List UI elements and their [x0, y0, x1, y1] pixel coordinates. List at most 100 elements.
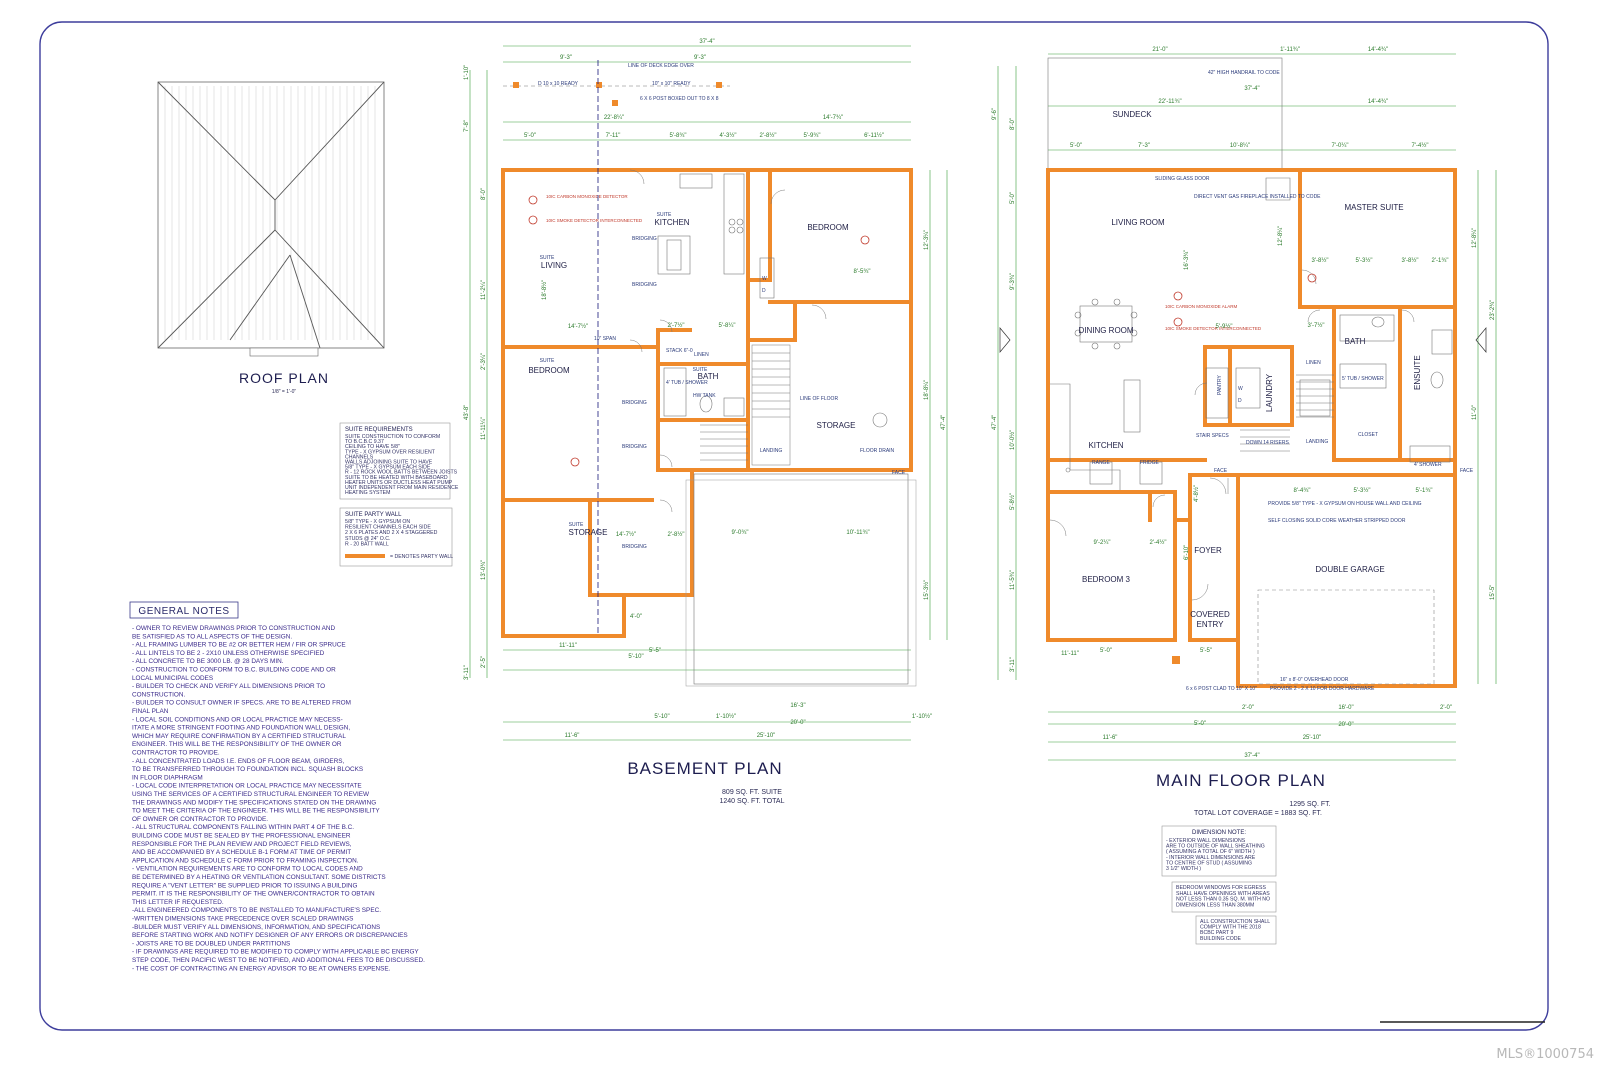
basement-living-label: LIVING [541, 261, 567, 270]
note-line: - OWNER TO REVIEW DRAWINGS PRIOR TO CONS… [132, 625, 335, 632]
down-risers-label: DOWN 14 RISERS [1246, 440, 1289, 446]
main-dims-top: 21'-0" 1'-11¾" 14'-4¾" 37'-4" 22'-11¾" 1… [1070, 47, 1428, 149]
dim-text: 1'-10½" [912, 713, 932, 720]
line-of-floor-label: LINE OF FLOOR [800, 396, 838, 402]
dim-text: 15'-3½" [923, 580, 930, 600]
dim-text: 10'-0½" [1009, 430, 1016, 450]
dim-text: 5'-0" [1010, 192, 1016, 204]
general-notes: GENERAL NOTES - OWNER TO REVIEW DRAWINGS… [129, 601, 425, 972]
roof-plan-scale: 1/8" = 1'-0" [272, 389, 297, 395]
note-line: NOT LESS THAN 0.35 SQ. M. WITH NO [1176, 897, 1270, 903]
note-line: HEATING SYSTEM [345, 490, 390, 496]
basement-smoke-detector-note: 10IC SMOKE DETECTOR INTERCONNECTED [546, 218, 643, 223]
dim-text: 9'-6" [992, 108, 998, 120]
roof-hatch [164, 86, 376, 340]
note-line: BEDROOM WINDOWS FOR EGRESS [1176, 885, 1266, 891]
basement-dims-inner: 14'-7½" 18'-8½" 8'-5¾" 5'-8¼" 2'-7½" 9'-… [541, 269, 870, 654]
master-suite-label: MASTER SUITE [1344, 203, 1403, 212]
tub-label: 4' TUB / SHOWER [666, 380, 708, 386]
dim-text: 6'-10" [1184, 545, 1190, 560]
dim-text: 47'-4" [941, 415, 947, 430]
dim-text: 5'-9¾" [804, 133, 821, 139]
note-line: BEFORE STARTING WORK AND NOTIFY DESIGNER… [132, 932, 408, 939]
dim-text: 16'-0" [1338, 705, 1353, 711]
basement-area-total: 1240 SQ. FT. TOTAL [720, 798, 785, 805]
main-stairs [1240, 374, 1334, 452]
note-line: TO CENTRE OF STUD ( ASSUMING [1166, 860, 1252, 866]
hw-tank-label: HW TANK [693, 393, 716, 399]
note-line: - LOCAL CODE INTERPRETATION OR LOCAL PRA… [132, 783, 362, 790]
main-area: 1295 SQ. FT. [1289, 801, 1330, 808]
dim-text: 1'-10" [464, 65, 470, 80]
basement-dims-top: 37'-4" 9'-3" 9'-3" 22'-8¼" 14'-7¾" 5'-0"… [524, 39, 884, 139]
note-line: TO B.C.B.C 9.37 [345, 439, 384, 445]
note-line: TO BE TRANSFERRED THROUGH TO FOUNDATION … [132, 766, 363, 773]
main-co-alarm-note: 10IC CARBON MONOXIDE ALARM [1165, 304, 1238, 309]
basement-walls [501, 168, 913, 638]
note-line: ALL CONSTRUCTION SHALL [1200, 919, 1270, 925]
note-line: REQUIRE A "VENT LETTER" BE SUPPLIED PRIO… [132, 882, 357, 889]
note-line: CONSTRUCTION. [132, 691, 185, 698]
main-room-labels: SUNDECK LIVING ROOM MASTER SUITE DINING … [1078, 110, 1422, 629]
note-line: AND BE ACCOMPANIED BY A SCHEDULE B-1 FOR… [132, 849, 351, 856]
bedroom3-label: BEDROOM 3 [1082, 575, 1131, 584]
note-line: 5/8" TYPE - X GYPSUM EACH SIDE [345, 465, 431, 471]
dim-text: 10'-8¼" [1230, 143, 1250, 149]
linen-label: LINEN [694, 352, 709, 358]
note-line: 3 1/2" WIDTH ) [1166, 866, 1201, 872]
dim-text: 37'-4" [699, 39, 714, 45]
dim-text: 2'-4½" [1150, 539, 1167, 546]
party-wall-legend: = DENOTES PARTY WALL [390, 554, 453, 560]
basement-co-detector-note: 10IC CARBON MONOXIDE DETECTOR [546, 194, 628, 199]
note-line: IN FLOOR DIAPHRAGM [132, 774, 203, 781]
dim-text: 5'-0" [1070, 143, 1082, 149]
roof-plan-title: ROOF PLAN [239, 370, 329, 386]
basement-plan-title: BASEMENT PLAN [627, 759, 782, 778]
note-line: R - 20 BATT WALL [345, 541, 389, 547]
dining-room-label: DINING ROOM [1078, 326, 1133, 335]
dim-text: 12'-3¼" [924, 230, 930, 250]
dim-text: 9'-3" [560, 55, 572, 61]
dim-text: 20'-0" [1338, 722, 1353, 728]
mls-watermark: MLS®1000754 [1496, 1047, 1594, 1062]
note-line: USING THE SERVICES OF A CERTIFIED STRUCT… [132, 791, 370, 798]
suite-party-wall-box: SUITE PARTY WALL 5/8" TYPE - X GYPSUM ON… [339, 507, 453, 567]
dim-text: 7'-0¼" [1332, 143, 1349, 149]
note-line: WHICH MAY REQUIRE CONFIRMATION BY A CERT… [132, 733, 346, 740]
note-line: 2 X 6 PLATES AND 2 X 4 STAGGERED [345, 530, 438, 536]
dim-text: 14'-7½" [568, 323, 588, 330]
note-line: - INTERIOR WALL DIMENSIONS ARE [1166, 855, 1256, 861]
landing-label: LANDING [760, 448, 782, 454]
main-walls [1046, 168, 1457, 688]
post-clad-label: 6 x 6 POST CLAD TO 10" X 10" [1186, 686, 1257, 692]
covered-entry-label-1: COVERED [1190, 610, 1230, 619]
dryer-label: D [762, 288, 766, 294]
dim-text: 22'-8¼" [604, 115, 624, 121]
basement-living-suite: SUITE [540, 255, 555, 261]
stack-label: STACK 6"-0 [666, 348, 693, 354]
stair-specs-label: STAIR SPECS [1196, 433, 1229, 439]
closet-label: CLOSET [1358, 432, 1378, 438]
dim-text: 1'-11¾" [1280, 47, 1300, 53]
dim-text: 18'-8½" [541, 280, 548, 300]
dim-text: 3'-11" [464, 665, 470, 680]
dim-text: 11'-11¼" [481, 417, 487, 440]
bath-label: BATH [1345, 337, 1366, 346]
note-line: - THE COST OF CONTRACTING AN ENERGY ADVI… [132, 965, 391, 972]
main-dims-bottom: 11'-11" 5'-0" 5'-0" 5'-5" 2'-0" 16'-0" 2… [1061, 648, 1452, 759]
bridging-label: BRIDGING [622, 544, 647, 550]
main-fixtures [1050, 177, 1453, 490]
dim-text: 3'-8½" [1402, 257, 1419, 264]
beam-label-b: 10" x 10" READY [652, 81, 691, 87]
laundry-label: LAUNDRY [1265, 373, 1274, 412]
note-line: - IF DRAWINGS ARE REQUIRED TO BE MODIFIE… [132, 949, 419, 956]
dim-text: 9'-0¾" [732, 530, 749, 536]
note-line: - ALL CONCENTRATED LOADS I.E. ENDS OF FL… [132, 758, 345, 765]
main-smoke-detector-note: 10IC SMOKE DETECTOR INTERCONNECTED [1165, 326, 1262, 331]
dim-text: 16'-3" [790, 703, 805, 709]
note-line: SUITE TO BE HEATED WITH BASEBOARD [345, 475, 448, 481]
